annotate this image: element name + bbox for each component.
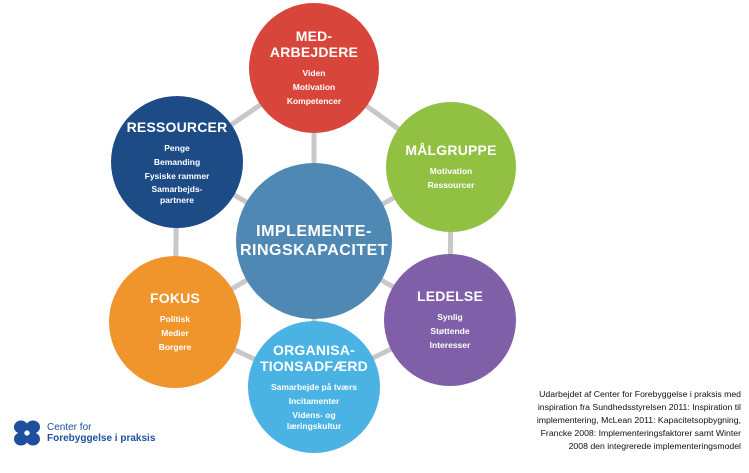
node-implementeringskapacitet: IMPLEMENTE- RINGSKAPACITET bbox=[236, 163, 392, 319]
node-items: Motivation Ressourcer bbox=[428, 164, 475, 192]
clover-logo-icon bbox=[14, 420, 40, 446]
credit-line: Udarbejdet af Center for Forebyggelse i … bbox=[539, 389, 741, 399]
node-item: Samarbejds- bbox=[151, 183, 203, 194]
node-item: Samarbejde på tværs bbox=[271, 382, 357, 392]
logo-line: Forebyggelse i praksis bbox=[47, 433, 156, 444]
node-title-line: RINGSKAPACITET bbox=[239, 242, 389, 259]
node-title-line: ARBEJDERE bbox=[269, 44, 359, 60]
node-ressourcer: RESSOURCER Penge Bemanding Fysiske ramme… bbox=[111, 96, 243, 228]
node-items: Politisk Medier Borgere bbox=[159, 312, 192, 354]
node-item: Viden bbox=[302, 68, 326, 78]
node-fokus: FOKUS Politisk Medier Borgere bbox=[109, 256, 241, 388]
credit-line: Francke 2008: Implementeringsfaktorer sa… bbox=[540, 428, 741, 438]
logo-line: Center for bbox=[47, 422, 92, 433]
node-title-line: TIONSADFÆRD bbox=[260, 358, 368, 374]
node-item: Borgere bbox=[158, 342, 192, 352]
node-item: Bemanding bbox=[153, 156, 201, 167]
node-title: FOKUS bbox=[150, 290, 200, 306]
node-item: Ressourcer bbox=[427, 180, 475, 190]
node-item: Motivation bbox=[429, 166, 473, 176]
node-title: IMPLEMENTE- RINGSKAPACITET bbox=[240, 222, 388, 260]
node-organisationsadfaerd: ORGANISA- TIONSADFÆRD Samarbejde på tvær… bbox=[248, 321, 380, 453]
node-title: RESSOURCER bbox=[126, 118, 228, 135]
source-credit: Udarbejdet af Center for Forebyggelse i … bbox=[501, 388, 741, 453]
node-item: Incitamenter bbox=[288, 396, 340, 406]
node-ledelse: LEDELSE Synlig Støttende Interesser bbox=[384, 254, 516, 386]
logo-text: Center for Forebyggelse i praksis bbox=[47, 422, 155, 444]
node-item: Fysiske rammer bbox=[144, 170, 210, 181]
node-medarbejdere: MED- ARBEJDERE Viden Motivation Kompeten… bbox=[249, 3, 379, 133]
node-item: Støttende bbox=[430, 326, 470, 336]
node-title: MED- ARBEJDERE bbox=[270, 28, 358, 60]
node-maalgruppe: MÅLGRUPPE Motivation Ressourcer bbox=[386, 102, 516, 232]
node-title-line: ORGANISA- bbox=[273, 342, 355, 358]
node-items: Samarbejde på tværs Incitamenter Videns-… bbox=[271, 380, 357, 432]
node-items: Penge Bemanding Fysiske rammer Samarbejd… bbox=[145, 141, 210, 206]
node-items: Viden Motivation Kompetencer bbox=[287, 66, 341, 108]
node-title: MÅLGRUPPE bbox=[405, 142, 497, 158]
center-for-forebyggelse-logo: Center for Forebyggelse i praksis bbox=[12, 418, 155, 448]
credit-line: 2008 den integrerede implementeringsmode… bbox=[568, 441, 741, 451]
node-item: læringskultur bbox=[286, 421, 342, 431]
node-item: Politisk bbox=[159, 314, 191, 324]
node-item: Videns- og bbox=[292, 410, 336, 420]
credit-line: inspiration fra Sundhedsstyrelsen 2011: … bbox=[537, 402, 741, 412]
node-title-line: IMPLEMENTE- bbox=[256, 223, 372, 240]
node-item: partnere bbox=[159, 194, 194, 205]
node-item: Synlig bbox=[437, 312, 463, 322]
node-item: Interesser bbox=[429, 340, 471, 350]
node-title-line: MED- bbox=[295, 28, 333, 44]
node-item: Kompetencer bbox=[286, 96, 342, 106]
node-item: Medier bbox=[161, 328, 189, 338]
node-item: Motivation bbox=[292, 82, 336, 92]
node-item: Penge bbox=[164, 142, 190, 153]
node-title: LEDELSE bbox=[417, 288, 483, 304]
node-title: ORGANISA- TIONSADFÆRD bbox=[260, 342, 368, 374]
credit-line: implementering, McLean 2011: Kapacitetso… bbox=[536, 415, 741, 425]
node-items: Synlig Støttende Interesser bbox=[430, 310, 471, 352]
